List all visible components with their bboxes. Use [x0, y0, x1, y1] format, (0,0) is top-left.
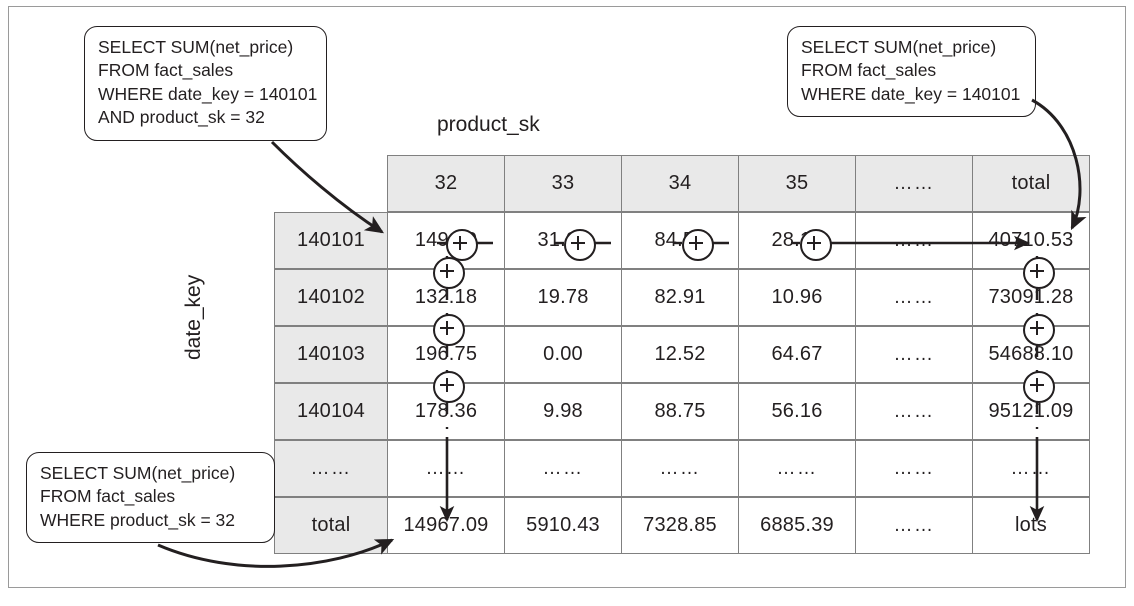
- row-header-140101: 140101: [274, 212, 388, 269]
- cell-140103-34: 12.52: [621, 326, 739, 383]
- column-header-35: 35: [738, 155, 856, 212]
- callout-line: FROM fact_sales: [98, 60, 234, 81]
- matrix-corner-cell: [274, 155, 388, 212]
- callout-row-total-query: SELECT SUM(net_price) FROM fact_sales WH…: [787, 26, 1036, 118]
- plus-icon: [682, 229, 714, 261]
- table-row: 140101 149.60 31.01 84.58 28.18 …… 40710…: [274, 212, 1096, 269]
- plus-icon: [446, 229, 478, 261]
- callout-line: WHERE date_key = 140101: [98, 83, 318, 104]
- cell-140101-33: 31.01: [504, 212, 622, 269]
- plus-icon: [564, 229, 596, 261]
- cell-140104-total: 95121.09: [972, 383, 1090, 440]
- plus-icon: [1023, 371, 1055, 403]
- cell-ellipsis-34: ……: [621, 440, 739, 497]
- column-axis-label: product_sk: [437, 113, 540, 136]
- cell-total-35: 6885.39: [738, 497, 856, 554]
- cell-140101-34: 84.58: [621, 212, 739, 269]
- cell-140101-ellipsis: ……: [855, 212, 973, 269]
- column-header-33: 33: [504, 155, 622, 212]
- cell-total-33: 5910.43: [504, 497, 622, 554]
- column-header-total: total: [972, 155, 1090, 212]
- callout-cell-query: SELECT SUM(net_price) FROM fact_sales WH…: [84, 26, 327, 141]
- callout-line: WHERE product_sk = 32: [40, 509, 236, 530]
- callout-line: AND product_sk = 32: [98, 107, 265, 128]
- callout-line: WHERE date_key = 140101: [801, 83, 1021, 104]
- cell-ellipsis-33: ……: [504, 440, 622, 497]
- plus-icon: [433, 314, 465, 346]
- row-header-140104: 140104: [274, 383, 388, 440]
- cell-140102-33: 19.78: [504, 269, 622, 326]
- plus-icon: [800, 229, 832, 261]
- pivot-matrix: 32 33 34 35 …… total 140101 149.60 31.01…: [274, 155, 1096, 557]
- cell-ellipsis-32: ……: [387, 440, 505, 497]
- cell-total-34: 7328.85: [621, 497, 739, 554]
- table-row: …… …… …… …… …… …… ……: [274, 440, 1096, 497]
- cell-140104-34: 88.75: [621, 383, 739, 440]
- cell-140104-33: 9.98: [504, 383, 622, 440]
- table-row: 140103 196.75 0.00 12.52 64.67 …… 54688.…: [274, 326, 1096, 383]
- row-header-140103: 140103: [274, 326, 388, 383]
- cell-total-32: 14967.09: [387, 497, 505, 554]
- row-header-total: total: [274, 497, 388, 554]
- row-header-ellipsis: ……: [274, 440, 388, 497]
- cell-140103-ellipsis: ……: [855, 326, 973, 383]
- column-header-ellipsis: ……: [855, 155, 973, 212]
- plus-icon: [433, 371, 465, 403]
- plus-icon: [1023, 257, 1055, 289]
- column-header-34: 34: [621, 155, 739, 212]
- cell-140102-34: 82.91: [621, 269, 739, 326]
- table-row: total 14967.09 5910.43 7328.85 6885.39 ……: [274, 497, 1096, 554]
- table-row: 140104 178.36 9.98 88.75 56.16 …… 95121.…: [274, 383, 1096, 440]
- cell-140102-35: 10.96: [738, 269, 856, 326]
- cell-140101-35: 28.18: [738, 212, 856, 269]
- cell-total-lots: lots: [972, 497, 1090, 554]
- cell-total-ellipsis: ……: [855, 497, 973, 554]
- row-header-140102: 140102: [274, 269, 388, 326]
- table-row: 140102 132.18 19.78 82.91 10.96 …… 73091…: [274, 269, 1096, 326]
- callout-column-total-query: SELECT SUM(net_price) FROM fact_sales WH…: [26, 452, 275, 544]
- row-axis-label: date_key: [182, 274, 205, 360]
- plus-icon: [433, 257, 465, 289]
- plus-icon: [1023, 314, 1055, 346]
- cell-140102-ellipsis: ……: [855, 269, 973, 326]
- callout-line: FROM fact_sales: [801, 60, 937, 81]
- cell-140103-35: 64.67: [738, 326, 856, 383]
- cell-140104-35: 56.16: [738, 383, 856, 440]
- cell-140104-ellipsis: ……: [855, 383, 973, 440]
- callout-line: SELECT SUM(net_price): [98, 37, 294, 57]
- cell-ellipsis-35: ……: [738, 440, 856, 497]
- cell-ellipsis-ellipsis: ……: [855, 440, 973, 497]
- cell-ellipsis-total: ……: [972, 440, 1090, 497]
- callout-line: FROM fact_sales: [40, 486, 176, 507]
- callout-line: SELECT SUM(net_price): [801, 37, 997, 57]
- column-header-32: 32: [387, 155, 505, 212]
- cell-140103-33: 0.00: [504, 326, 622, 383]
- callout-line: SELECT SUM(net_price): [40, 463, 236, 483]
- table-header-row: 32 33 34 35 …… total: [274, 155, 1096, 212]
